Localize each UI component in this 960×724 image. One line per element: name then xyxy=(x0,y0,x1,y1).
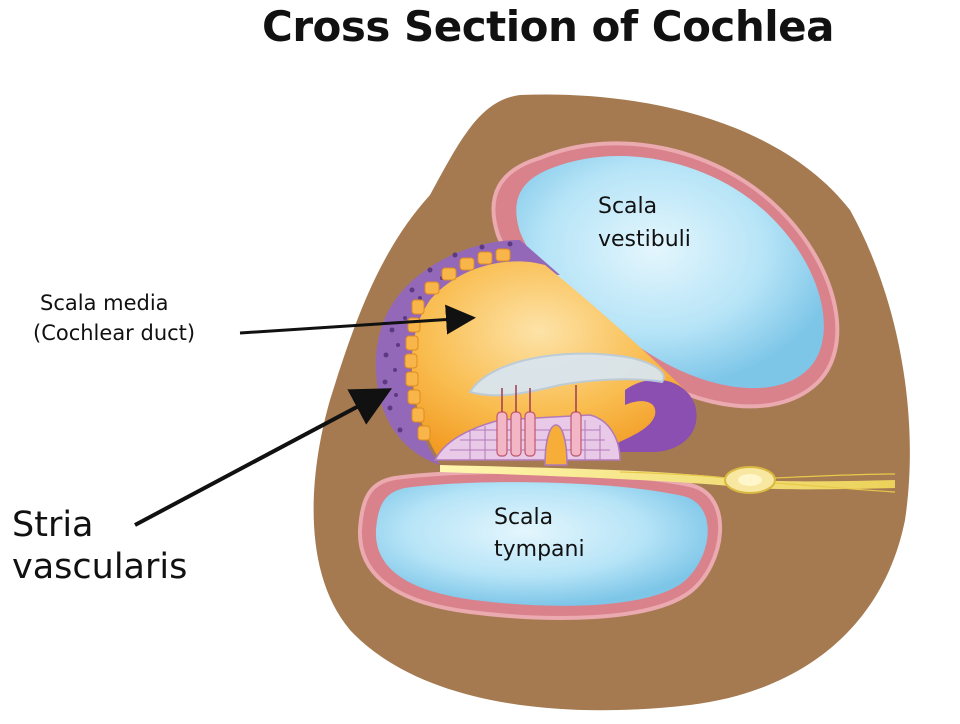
arrow-stria-vascularis xyxy=(134,388,393,527)
label-scala-vestibuli-line1: Scala xyxy=(598,194,657,219)
label-scala-tympani-line1: Scala xyxy=(494,505,553,530)
organ-of-corti xyxy=(433,385,621,466)
label-scala-media-line2: (Cochlear duct) xyxy=(33,321,195,345)
label-scala-media-line1: Scala media xyxy=(40,291,169,315)
cochlear-nerve xyxy=(440,465,896,494)
scala-vestibuli xyxy=(491,141,840,409)
diagram-title: Cross Section of Cochlea xyxy=(262,2,834,51)
label-stria-vascularis-line2: vascularis xyxy=(12,547,187,587)
arrow-scala-media xyxy=(239,304,476,335)
tectorial-membrane xyxy=(468,352,665,397)
label-stria-vascularis-line1: Stria xyxy=(12,505,94,545)
label-scala-tympani-line2: tympani xyxy=(494,537,585,562)
spiral-limbus xyxy=(600,379,697,452)
label-scala-vestibuli-line2: vestibuli xyxy=(598,227,691,252)
